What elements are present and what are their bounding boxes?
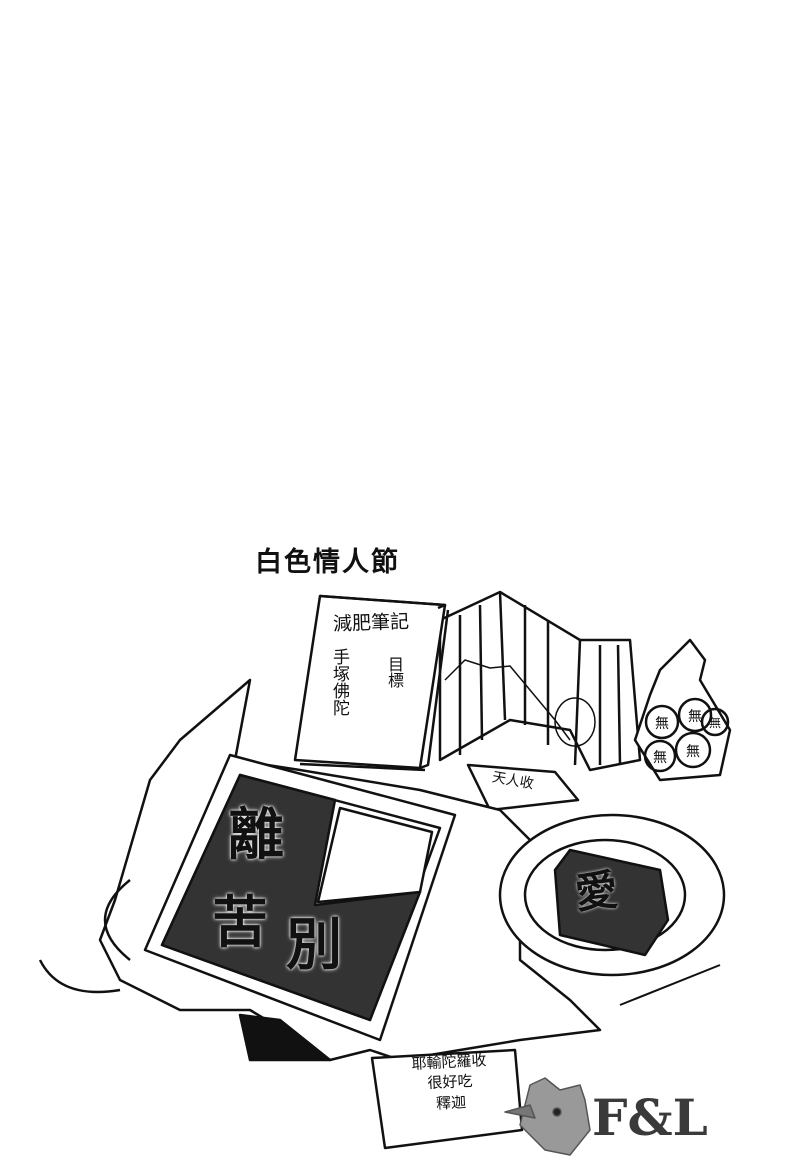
cake-box — [143, 753, 457, 1062]
notebook-author: 手塚佛陀 — [329, 648, 349, 716]
title: 白色情人節 — [255, 547, 400, 578]
cake-char: 苦 — [212, 891, 268, 956]
folded-chart — [438, 590, 642, 772]
candy-char: 無 — [653, 750, 667, 766]
candy-char: 無 — [709, 716, 722, 730]
message-card-text: 耶輸陀羅收 很好吃 釋迦 — [379, 1048, 522, 1116]
cake-char: 離 — [228, 803, 284, 868]
candy-char: 無 — [688, 709, 702, 725]
candy-char: 無 — [655, 716, 669, 732]
cake-char: 別 — [286, 913, 342, 978]
logo-text: F&L — [592, 1088, 708, 1147]
candy-char: 無 — [686, 744, 700, 760]
cat-mascot-logo — [504, 1077, 591, 1156]
notebook-goal: 目標 — [385, 656, 404, 688]
candy-bag — [633, 638, 732, 782]
plate-cake-char: 愛 — [572, 864, 620, 919]
notebook — [293, 594, 450, 772]
tag-card — [466, 763, 580, 812]
message-card — [370, 1048, 524, 1150]
notebook-title: 減肥筆記 — [332, 610, 410, 636]
plate — [498, 813, 726, 1006]
